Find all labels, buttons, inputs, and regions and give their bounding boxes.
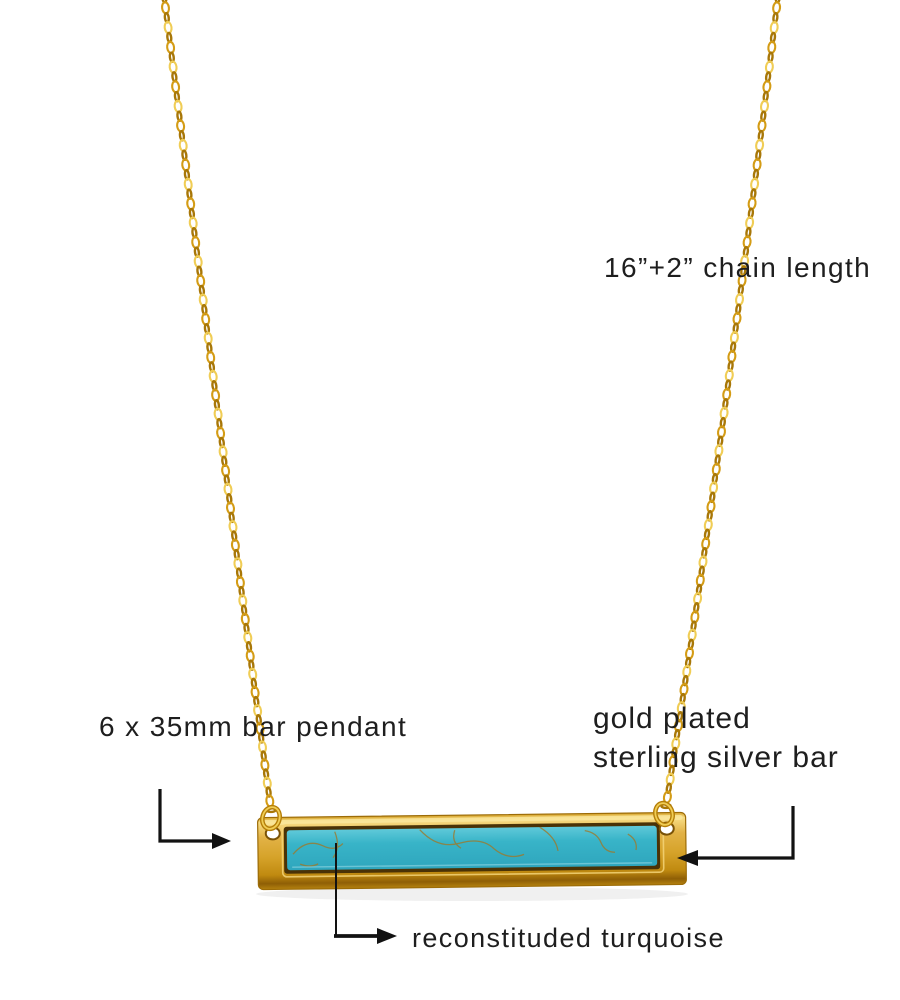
inlay-bottom-reflection <box>292 862 653 868</box>
right-arrowhead-icon <box>212 833 231 849</box>
material-label-line1: gold plated <box>593 702 751 735</box>
pendant-bar <box>257 811 687 891</box>
material-arrow <box>677 806 795 866</box>
material-label: gold plated sterling silver bar <box>593 699 839 777</box>
chain-length-label: 16”+2” chain length <box>604 252 872 283</box>
stone-label: reconstituded turquoise <box>412 923 725 953</box>
turquoise-inlay <box>286 825 658 871</box>
right-jump-ring <box>653 800 675 828</box>
material-label-line2: sterling silver bar <box>593 741 839 774</box>
right-arrowhead-icon <box>377 928 397 944</box>
turquoise-veins <box>292 826 637 867</box>
pendant-size-arrow <box>158 789 231 849</box>
right-chain <box>660 0 782 810</box>
left-jump-ring <box>259 804 283 832</box>
recess-lip-highlight <box>281 819 665 878</box>
stone-arrow <box>334 843 397 944</box>
left-chain <box>161 0 277 814</box>
pendant-size-label: 6 x 35mm bar pendant <box>99 711 408 742</box>
pendant-shadow <box>256 887 688 901</box>
left-arrowhead-icon <box>677 850 698 866</box>
gold-bar-top-highlight <box>260 814 683 826</box>
